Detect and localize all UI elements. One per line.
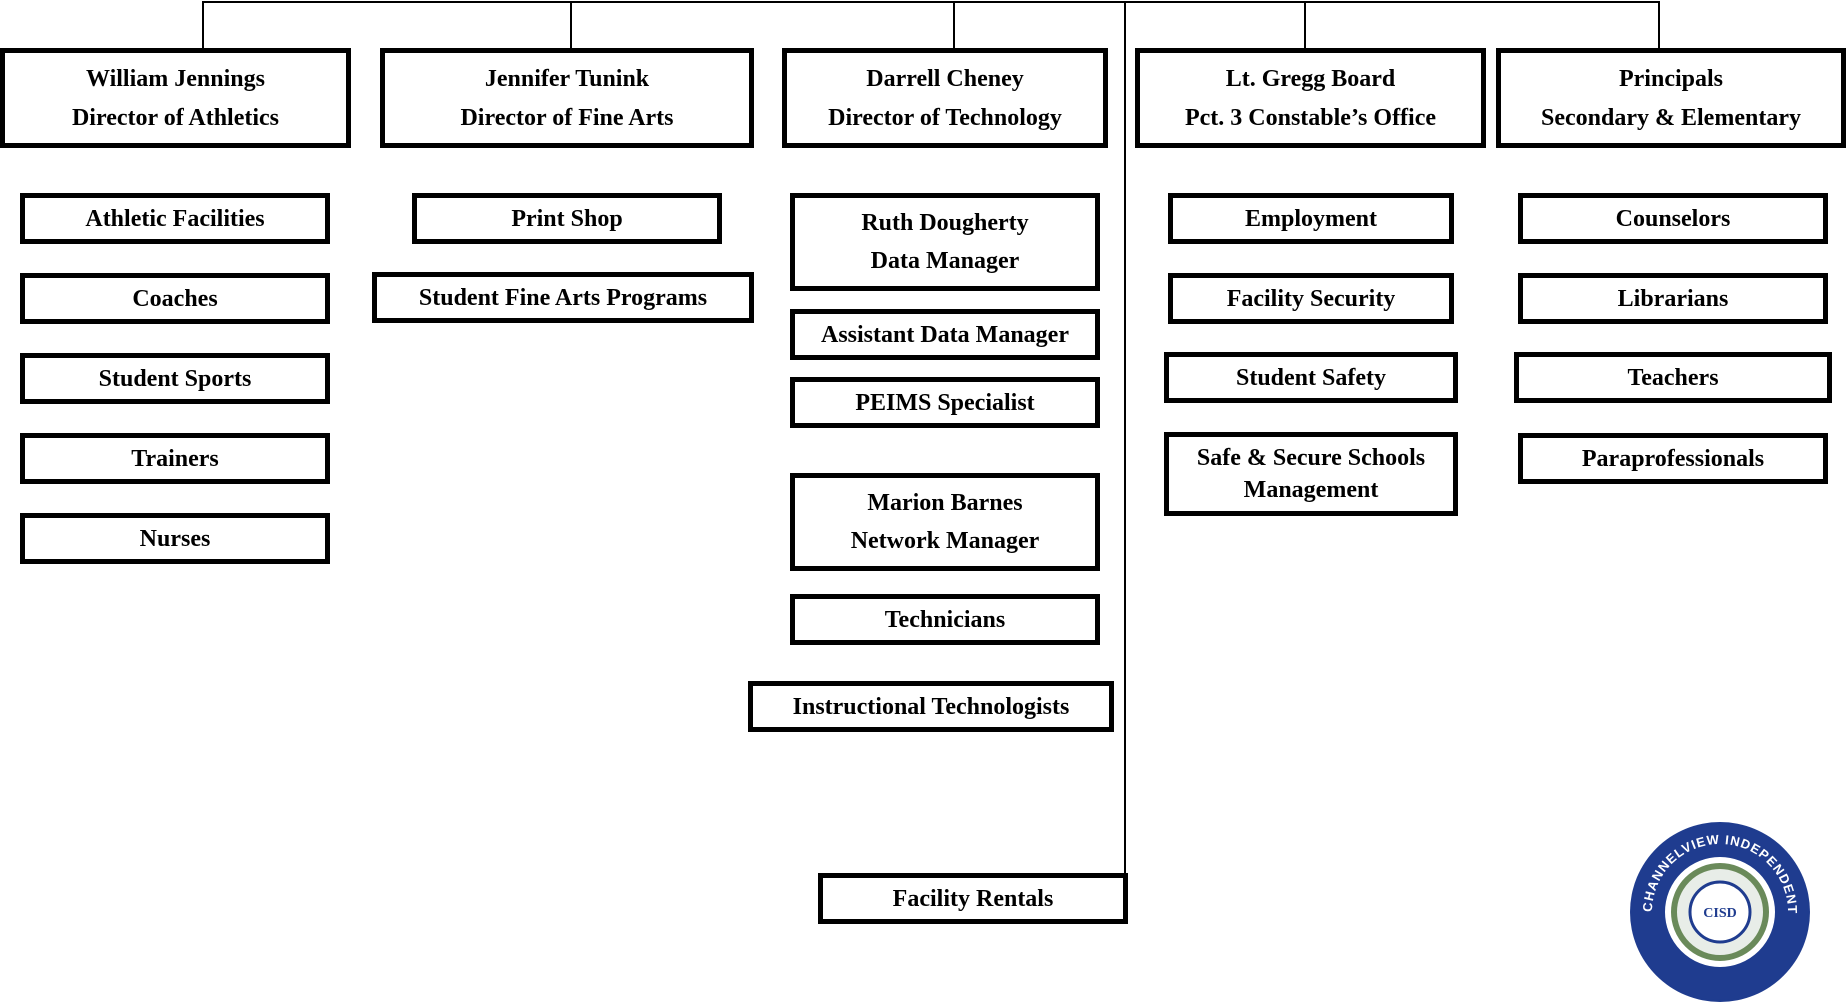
head-name: William Jennings bbox=[86, 65, 265, 92]
head-box-fine-arts: Jennifer Tunink Director of Fine Arts bbox=[380, 48, 754, 148]
head-title: Director of Technology bbox=[828, 104, 1062, 131]
head-name: Lt. Gregg Board bbox=[1225, 65, 1396, 92]
box-data-manager: Ruth Dougherty Data Manager bbox=[790, 193, 1100, 291]
item-box-facility-rentals: Facility Rentals bbox=[818, 873, 1128, 924]
data-manager-name: Ruth Dougherty bbox=[861, 210, 1029, 236]
head-box-constable: Lt. Gregg Board Pct. 3 Constable’s Offic… bbox=[1135, 48, 1486, 148]
item-box-athletic-facilities: Athletic Facilities bbox=[20, 193, 330, 244]
head-title: Secondary & Elementary bbox=[1541, 104, 1801, 131]
top-connector-line bbox=[203, 1, 1660, 3]
connector-tunink bbox=[570, 1, 572, 50]
item-box-instructional-technologists: Instructional Technologists bbox=[748, 681, 1114, 732]
head-title: Director of Fine Arts bbox=[460, 104, 674, 131]
item-box-peims-specialist: PEIMS Specialist bbox=[790, 377, 1100, 428]
item-box-librarians: Librarians bbox=[1518, 273, 1828, 324]
head-name: Darrell Cheney bbox=[866, 65, 1024, 92]
network-manager-title: Network Manager bbox=[850, 528, 1040, 554]
item-box-assistant-data-manager: Assistant Data Manager bbox=[790, 309, 1100, 360]
vertical-trunk-line bbox=[1124, 1, 1126, 924]
item-box-student-fine-arts-programs: Student Fine Arts Programs bbox=[372, 272, 754, 323]
head-title: Pct. 3 Constable’s Office bbox=[1184, 104, 1437, 131]
item-box-counselors: Counselors bbox=[1518, 193, 1828, 244]
item-box-print-shop: Print Shop bbox=[412, 193, 722, 244]
seal-center-text: CISD bbox=[1703, 906, 1736, 921]
connector-cheney bbox=[953, 1, 955, 50]
item-box-paraprofessionals: Paraprofessionals bbox=[1518, 433, 1828, 484]
item-box-technicians: Technicians bbox=[790, 594, 1100, 645]
head-title: Director of Athletics bbox=[71, 104, 280, 131]
item-box-facility-security: Facility Security bbox=[1168, 273, 1454, 324]
head-name: Principals bbox=[1618, 65, 1723, 92]
item-box-employment: Employment bbox=[1168, 193, 1454, 244]
box-network-manager: Marion Barnes Network Manager bbox=[790, 473, 1100, 571]
item-box-student-safety: Student Safety bbox=[1164, 352, 1458, 403]
item-box-safe-secure-schools: Safe & Secure Schools Management bbox=[1164, 432, 1458, 516]
head-box-athletics: William Jennings Director of Athletics bbox=[0, 48, 351, 148]
item-box-nurses: Nurses bbox=[20, 513, 330, 564]
item-box-teachers: Teachers bbox=[1514, 352, 1832, 403]
data-manager-title: Data Manager bbox=[870, 248, 1020, 274]
connector-principals bbox=[1658, 1, 1660, 50]
head-box-technology: Darrell Cheney Director of Technology bbox=[782, 48, 1108, 148]
network-manager-name: Marion Barnes bbox=[867, 490, 1023, 516]
seal-graphic: CHANNELVIEW INDEPENDENT CISD bbox=[1632, 824, 1808, 1000]
connector-board bbox=[1304, 1, 1306, 50]
head-box-principals: Principals Secondary & Elementary bbox=[1496, 48, 1846, 148]
item-box-student-sports: Student Sports bbox=[20, 353, 330, 404]
connector-jennings bbox=[202, 1, 204, 50]
item-box-trainers: Trainers bbox=[20, 433, 330, 484]
district-seal-logo: CHANNELVIEW INDEPENDENT CISD bbox=[1630, 822, 1810, 1002]
item-box-coaches: Coaches bbox=[20, 273, 330, 324]
head-name: Jennifer Tunink bbox=[484, 65, 650, 92]
